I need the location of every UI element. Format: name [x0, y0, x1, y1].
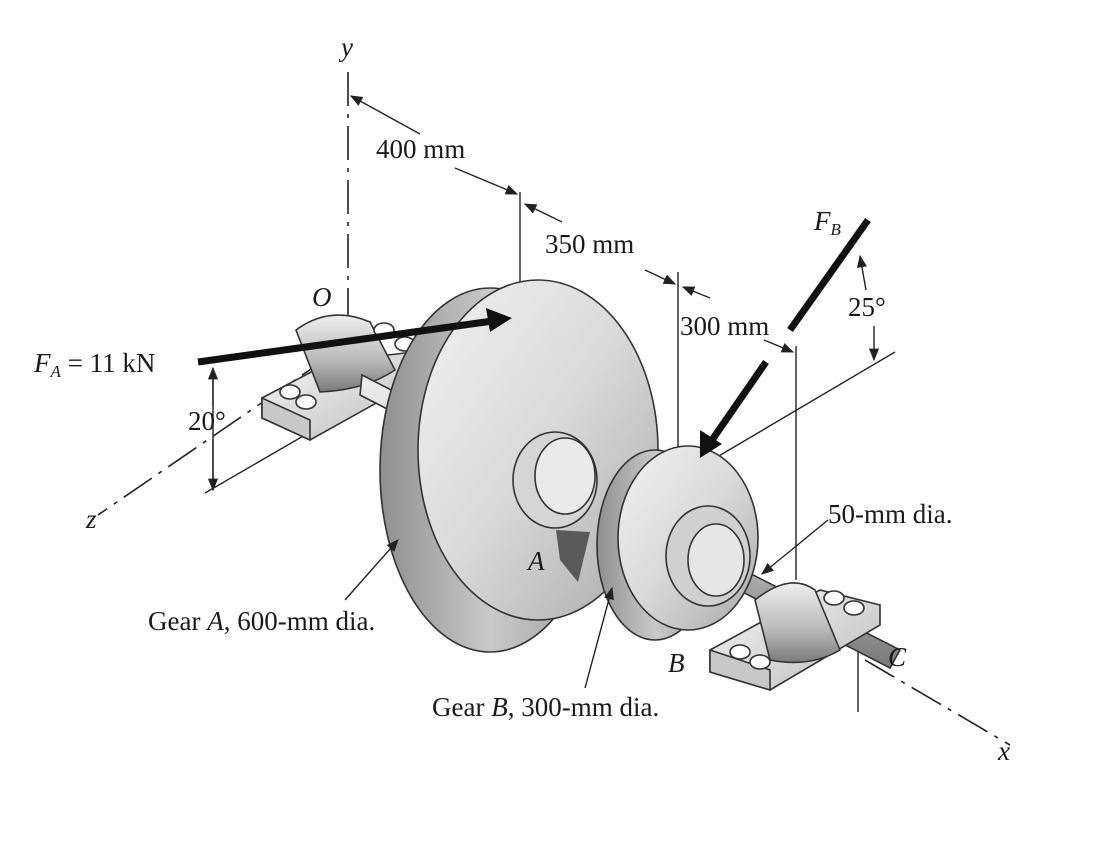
bearing-c	[709, 582, 881, 692]
point-b-label: B	[668, 648, 685, 678]
dim-400-arrow-end	[454, 167, 519, 195]
z-axis-label: z	[85, 504, 97, 534]
force-fb-label: FB	[813, 206, 842, 239]
fb-angle-label: 25°	[848, 292, 886, 322]
point-a-label: A	[526, 546, 545, 576]
fa-angle-label: 20°	[188, 406, 226, 436]
fb-angle-arrow-up	[857, 254, 867, 291]
force-fa-label: FA = 11 kN	[33, 348, 155, 381]
dim-300-arrow-start	[681, 286, 711, 299]
leader-shaft-dia	[761, 519, 829, 575]
force-fb-arrowhead	[700, 430, 722, 458]
gear-a-caption: Gear A, 600-mm dia.	[148, 606, 375, 636]
shaft-dia-label: 50-mm dia.	[828, 499, 952, 529]
gear-b	[596, 445, 759, 641]
bearing-c-label: C	[888, 642, 907, 672]
dim-350-arrow-start	[523, 203, 563, 223]
force-fb-vector	[709, 360, 769, 442]
force-fa-arrowhead	[486, 308, 512, 332]
gear-a	[379, 279, 659, 653]
dim-400-label: 400 mm	[376, 134, 465, 164]
leader-gear-a	[344, 539, 399, 601]
dim-350-label: 350 mm	[545, 229, 634, 259]
dim-300-arrow-end	[763, 339, 795, 353]
x-axis-label: x	[997, 736, 1010, 766]
fb-angle-reference	[694, 351, 896, 471]
dim-300-label: 300 mm	[680, 311, 769, 341]
gear-b-caption: Gear B, 300-mm dia.	[432, 692, 659, 722]
bearing-o	[261, 314, 433, 442]
x-axis	[864, 659, 1011, 746]
z-axis	[97, 355, 331, 516]
origin-label: O	[312, 282, 332, 312]
dim-350-arrow-end	[644, 269, 677, 285]
dim-400-arrow-start	[349, 95, 421, 135]
y-axis-label: y	[338, 32, 353, 62]
force-fb-line	[787, 217, 871, 333]
leader-gear-b	[584, 586, 614, 689]
force-fa-vector	[197, 316, 501, 366]
